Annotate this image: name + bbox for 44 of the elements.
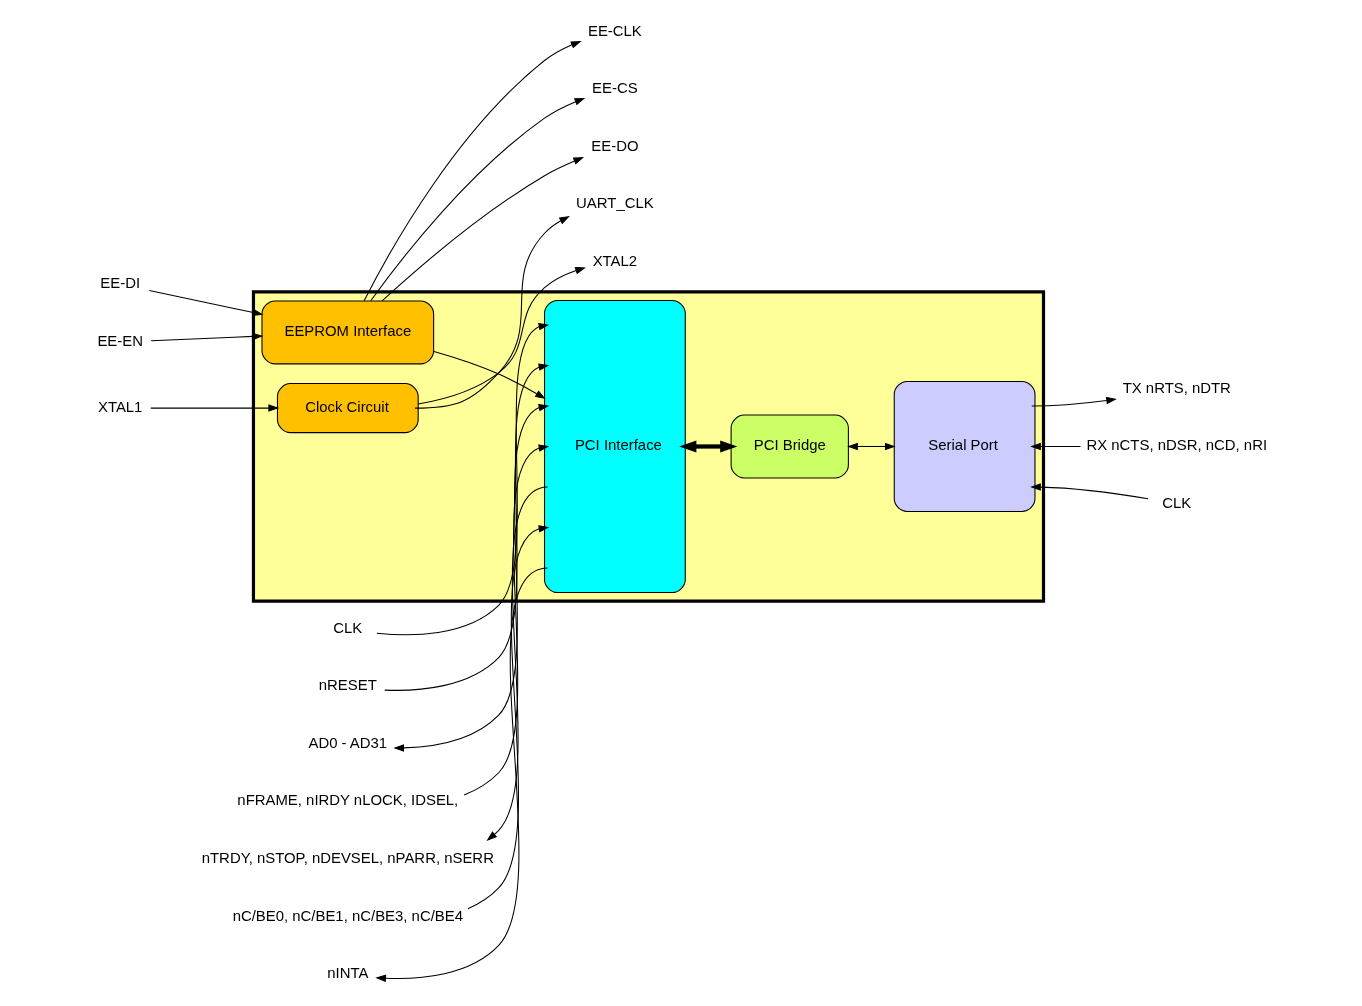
arrow: [847, 442, 896, 451]
arrow: [417, 267, 586, 405]
arrow: [376, 323, 550, 636]
node-text: nINTA: [327, 964, 369, 982]
arrow: [363, 40, 582, 302]
arrow: [384, 363, 550, 691]
arrow: [393, 403, 550, 752]
arrow: [467, 525, 550, 910]
node-text: EE-CS: [592, 79, 638, 97]
node-text: EE-DI: [100, 274, 141, 292]
node-text: nRESET: [318, 676, 377, 694]
node-text: XTAL2: [592, 251, 638, 269]
node-text: EE-CLK: [587, 21, 642, 39]
node-text: UART_CLK: [576, 194, 654, 212]
node-box: Clock Circuit: [276, 383, 419, 434]
node-text: nC/BE0, nC/BE1, nC/BE3, nC/BE4: [232, 906, 463, 924]
arrow: [370, 97, 586, 302]
arrow: [150, 404, 280, 412]
node-text: CLK: [333, 618, 363, 636]
arrow: [148, 289, 264, 317]
node-box: PCI Bridge: [730, 414, 849, 479]
arrow: [414, 215, 570, 409]
arrow: [679, 440, 738, 453]
arrow: [375, 567, 549, 982]
node-text: nFRAME, nIRDY nLOCK, IDSEL,: [237, 791, 459, 809]
node-text: TX nRTS, nDTR: [1122, 378, 1231, 396]
arrow: [1031, 396, 1117, 407]
node-text: XTAL1: [97, 398, 143, 416]
node-box: Serial Port: [893, 380, 1036, 513]
arrow: [486, 486, 549, 841]
node-box: PCI Interface: [544, 299, 686, 594]
arrow: [1030, 442, 1081, 451]
arrow: [381, 157, 585, 302]
node-box: EEPROM Interface: [261, 300, 435, 365]
node-text: RX nCTS, nDSR, nCD, nRI: [1086, 436, 1268, 454]
arrow: [1030, 483, 1149, 500]
node-text: EE-EN: [97, 331, 143, 349]
arrow: [463, 444, 550, 796]
node-text: nTRDY, nSTOP, nDEVSEL, nPARR, nSERR: [201, 849, 494, 867]
arrow: [433, 350, 546, 400]
node-text: AD0 - AD31: [308, 733, 388, 751]
arrow: [150, 332, 264, 342]
node-text: CLK: [1162, 494, 1192, 512]
node-text: EE-DO: [591, 136, 639, 154]
